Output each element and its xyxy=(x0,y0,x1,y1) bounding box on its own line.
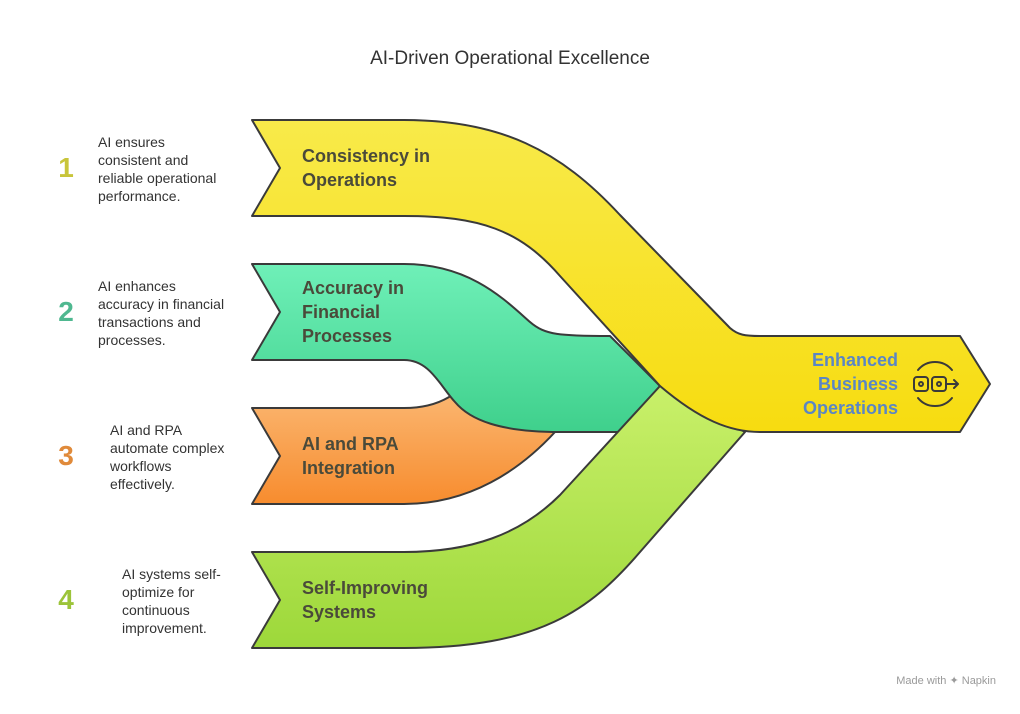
step-label-3: AI and RPA Integration xyxy=(302,434,399,478)
step-description-2: AI enhances accuracy in financial transa… xyxy=(98,278,225,348)
link-chain-icon xyxy=(913,360,959,408)
napkin-logo-icon: ✦ xyxy=(949,675,959,687)
made-with-napkin-footer: Made with ✦ Napkin xyxy=(896,675,996,687)
band-self-improving xyxy=(251,385,746,649)
step-number-1: 1 xyxy=(58,152,74,183)
band-consistency-output xyxy=(251,119,991,433)
step-description-4: AI systems self- optimize for continuous… xyxy=(122,566,221,636)
step-label-4: Self-Improving Systems xyxy=(302,578,429,622)
step-label-1: Consistency in Operations xyxy=(302,146,431,190)
step-description-3: AI and RPA automate complex workflows ef… xyxy=(110,422,225,492)
step-number-2: 2 xyxy=(58,296,74,327)
page-title: AI-Driven Operational Excellence xyxy=(370,48,650,69)
step-number-3: 3 xyxy=(58,440,74,471)
output-label: Enhanced Business Operations xyxy=(802,350,898,418)
step-label-2: Accuracy in Financial Processes xyxy=(302,278,405,346)
step-number-4: 4 xyxy=(58,584,74,615)
step-description-1: AI ensures consistent and reliable opera… xyxy=(98,134,217,204)
